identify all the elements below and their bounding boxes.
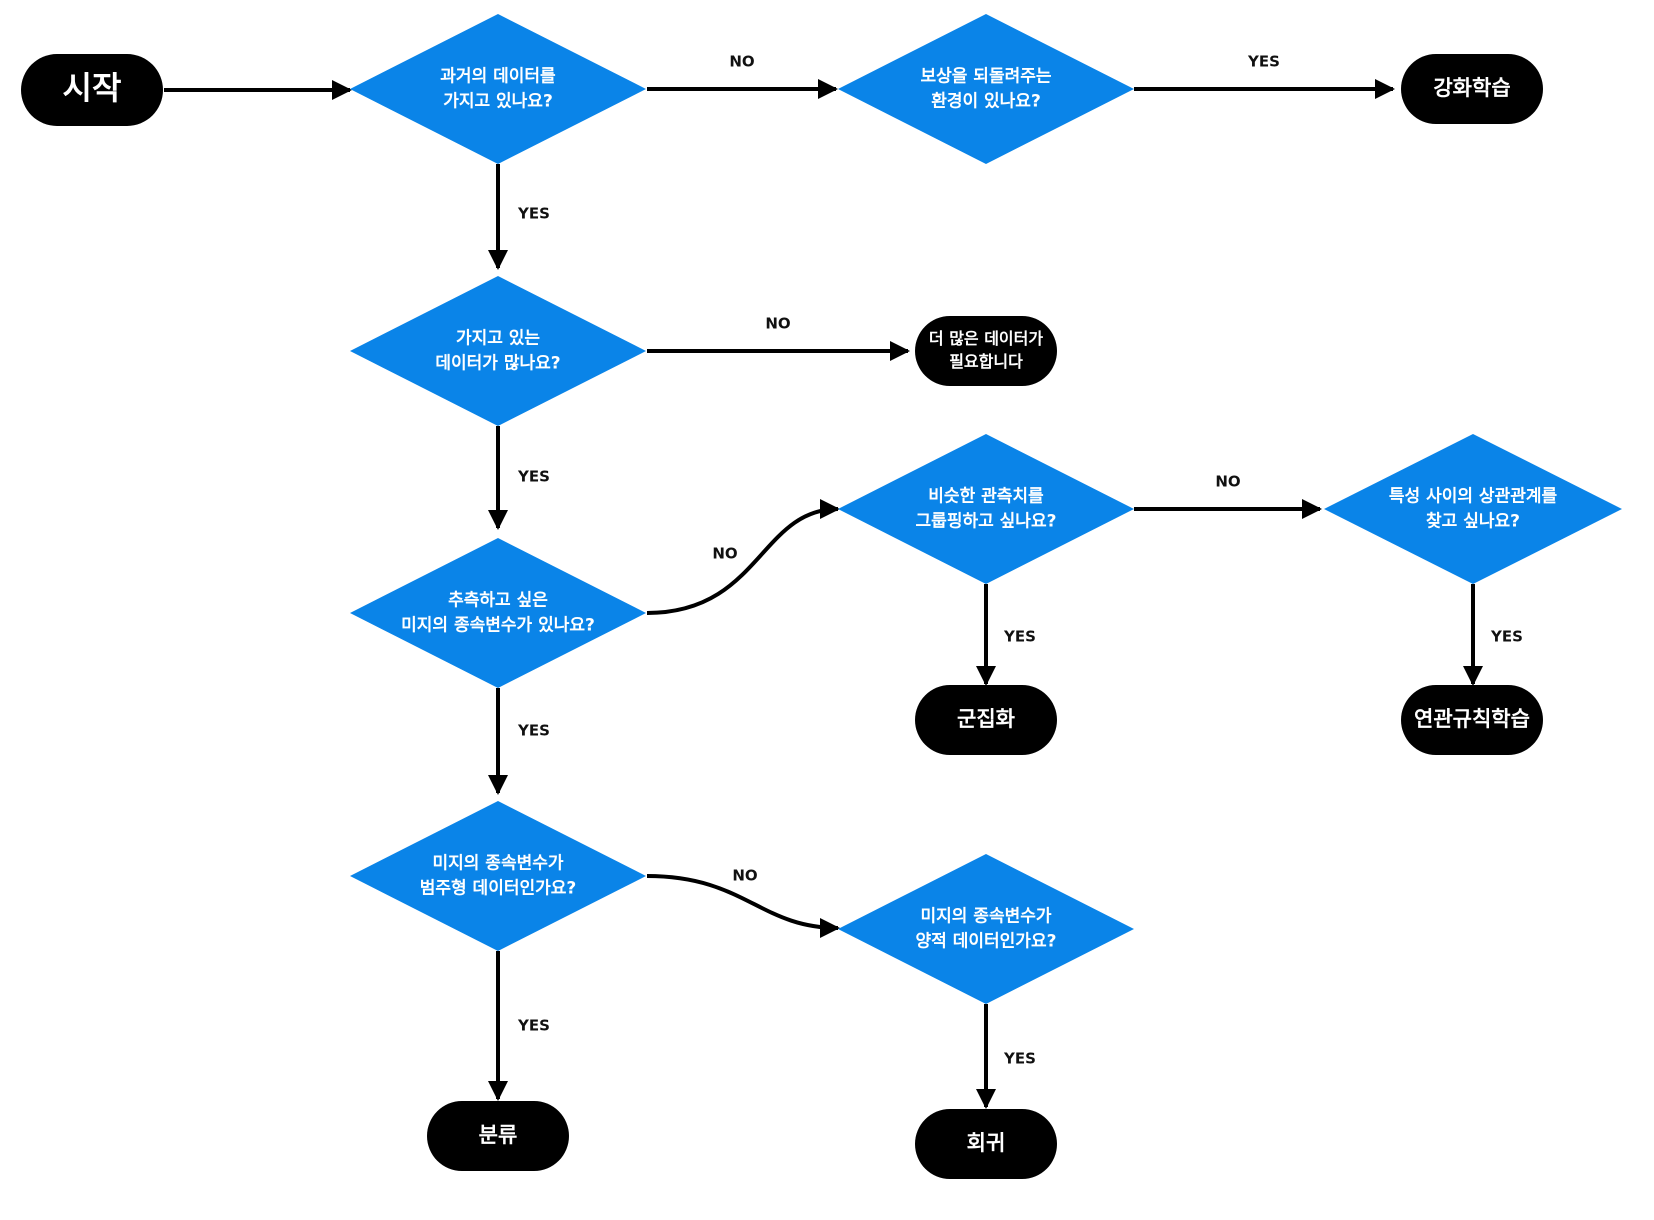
decision-diamond [350,276,646,426]
terminal-regression: 회귀 [915,1109,1057,1179]
decision-diamond [838,854,1134,1004]
terminal-association: 연관규칙학습 [1401,685,1543,755]
node-label-line: 특성 사이의 상관관계를 [1389,487,1558,507]
edge-label-yes: YES [517,722,550,740]
node-label-line: 찾고 싶나요? [1426,510,1520,531]
edge-label-no: NO [729,53,754,71]
node-label-line: 범주형 데이터인가요? [420,877,577,898]
edge-label-yes: YES [1003,1050,1036,1068]
node-label-line: 환경이 있나요? [931,91,1041,111]
edge-label-yes: YES [1247,53,1280,71]
node-label-line: 군집화 [957,707,1016,731]
decision-diamond [350,538,646,688]
terminal-pill [21,54,163,126]
terminal-pill [915,316,1057,386]
terminal-pill [915,1109,1057,1179]
node-label-line: 가지고 있는 [456,329,540,349]
decision-diamond [1324,434,1622,584]
terminal-pill [1401,54,1543,124]
node-label-line: 분류 [479,1123,518,1147]
terminal-reinforcement: 강화학습 [1401,54,1543,124]
edge-label-no: NO [765,315,790,333]
edges-layer: NO YES YES NO YES NO NO YES YES YES NO YES YES [164,53,1523,1109]
edge-label-no: NO [712,545,737,563]
node-label-line: 그룹핑하고 싶나요? [916,511,1057,531]
decision-diamond [838,14,1134,164]
node-label-line: 회귀 [967,1131,1006,1155]
edge-categorical-to-quantitative [646,874,840,938]
node-label-line: 더 많은 데이터가 [929,329,1043,348]
terminal-pill [1401,685,1543,755]
edge-label-yes: YES [517,468,550,486]
node-label-line: 시작 [63,69,122,107]
terminal-classification: 분류 [427,1101,569,1171]
terminal-pill [915,685,1057,755]
edge-label-no: NO [732,867,757,885]
node-label-line: 미지의 종속변수가 [432,854,563,874]
edge-label-yes: YES [1490,628,1523,646]
decision-diamond [350,801,646,951]
node-label-line: 추측하고 싶은 [448,591,548,611]
node-label-line: 과거의 데이터를 [440,67,556,87]
node-label-line: 필요합니다 [949,352,1023,371]
node-label-line: 가지고 있나요? [443,91,553,111]
node-label-line: 양적 데이터인가요? [916,931,1057,951]
node-label-line: 연관규칙학습 [1414,707,1530,731]
node-label-line: 데이터가 많나요? [435,353,560,373]
decision-diamond [838,434,1134,584]
node-label-line: 보상을 되돌려주는 [920,67,1051,87]
edge-predict-target-to-group-similar [646,499,840,615]
node-label-line: 강화학습 [1433,76,1510,100]
edge-label-yes: YES [1003,628,1036,646]
edge-label-no: NO [1215,473,1240,491]
node-label-line: 비슷한 관측치를 [928,487,1044,507]
decision-diamond [350,14,646,164]
edge-label-yes: YES [517,205,550,223]
terminal-clustering: 군집화 [915,685,1057,755]
node-label-line: 미지의 종속변수가 있나요? [401,615,595,635]
edge-label-yes: YES [517,1017,550,1035]
terminal-pill [427,1101,569,1171]
terminal-start: 시작 [21,54,163,126]
node-label-line: 미지의 종속변수가 [920,907,1051,927]
